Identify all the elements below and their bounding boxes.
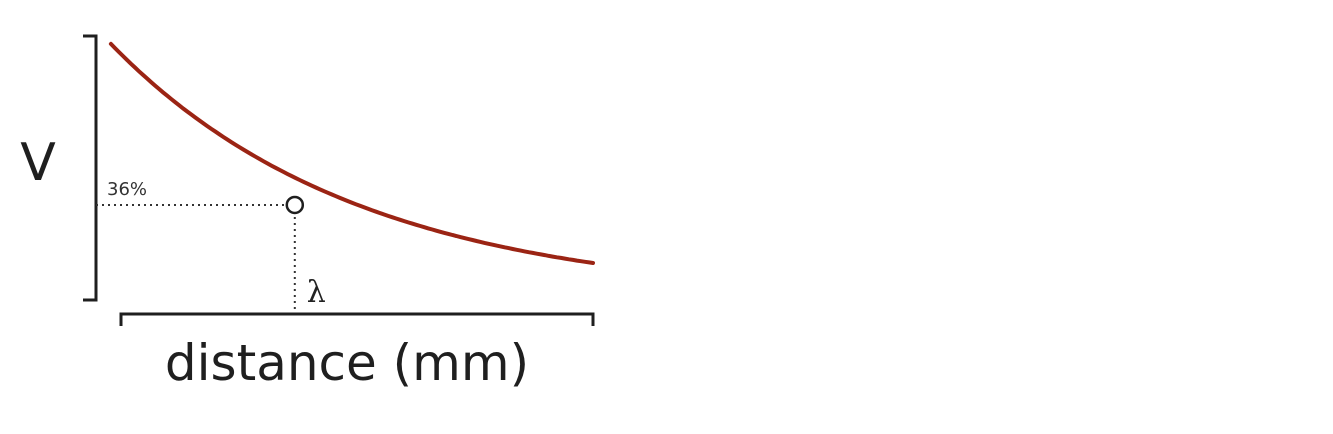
x-axis-bracket — [119, 312, 595, 326]
y-axis-bracket — [83, 34, 98, 302]
percent-annotation: 36% — [107, 179, 147, 200]
decay-curve-line — [108, 41, 595, 265]
x-axis-label: distance (mm) — [165, 334, 529, 392]
y-axis-label: V — [20, 133, 56, 193]
lambda-marker — [285, 195, 305, 215]
lambda-annotation: λ — [307, 275, 326, 310]
